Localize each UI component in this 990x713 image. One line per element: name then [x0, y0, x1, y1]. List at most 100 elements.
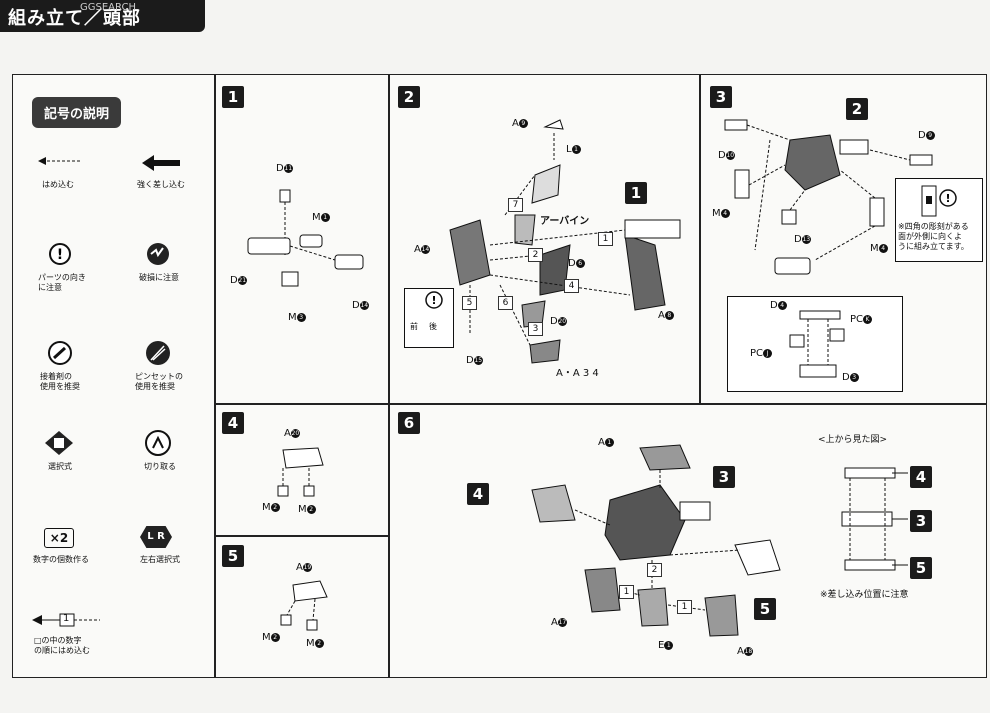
legend-label: 破損に注意: [139, 273, 179, 282]
top-view-ref-badge: 3: [910, 510, 932, 532]
step-box: 2: [528, 248, 543, 262]
part-label: A・A 3 4: [556, 368, 599, 379]
header-bar: [0, 0, 205, 32]
step-box: 1: [619, 585, 634, 599]
x2-icon: ×2: [44, 528, 74, 548]
lr-symbol: L R: [147, 531, 165, 542]
legend-label: はめ込む: [42, 180, 74, 189]
top-view-diagram: [841, 467, 908, 571]
step-box: 4: [564, 279, 579, 293]
step-3-detail-diagram: [789, 310, 845, 378]
step-2-ref-badge: 1: [625, 182, 647, 204]
step-6-ref-badge: 3: [713, 466, 735, 488]
part-diagram-icon: !: [921, 185, 957, 217]
numbered-arrow-icon: [32, 613, 100, 627]
step-5-diagram: [280, 580, 328, 631]
step-box: 2: [647, 563, 662, 577]
legend-label: 強く差し込む: [137, 180, 185, 189]
bold-arrow-icon: [142, 155, 180, 171]
step-5-badge: 5: [222, 545, 244, 567]
part-label: A17: [551, 617, 567, 628]
step-4-diagram: [277, 447, 324, 497]
damage-icon: [147, 243, 169, 265]
legend-label: 選択式: [48, 462, 72, 471]
dashed-arrow-icon: [38, 157, 80, 165]
top-view-ref-badge: 4: [910, 466, 932, 488]
part-label: D13: [794, 234, 811, 245]
part-label: A20: [284, 428, 300, 439]
step-1-diagram: [247, 189, 364, 287]
legend-label: 数字の個数作る: [33, 555, 89, 564]
part-label: D15: [466, 355, 483, 366]
select-icon: [45, 431, 73, 455]
part-label: アーバイン: [540, 216, 590, 227]
step-1-badge: 1: [222, 86, 244, 108]
legend-title: 記号の説明: [32, 97, 122, 128]
part-label: D21: [230, 275, 247, 286]
step-box: 1: [677, 600, 692, 614]
numbered-arrow-symbol: 1: [63, 613, 70, 624]
page-title: 組み立て／頭部: [8, 8, 141, 29]
warning-icon: !: [425, 291, 443, 309]
step-6-panel: [389, 404, 987, 678]
tweezers-icon: [146, 341, 170, 365]
lr-icon: L R: [140, 526, 172, 548]
step-6-badge: 6: [398, 412, 420, 434]
step-3-badge: 3: [710, 86, 732, 108]
orientation-note-box: [895, 178, 983, 262]
step-6-diagram: [531, 444, 781, 637]
warning-icon: !: [49, 243, 71, 265]
step-2-badge: 2: [398, 86, 420, 108]
step-5-panel: [215, 536, 389, 678]
glue-icon: [48, 341, 72, 365]
legend-panel: [12, 74, 215, 678]
step-box: 1: [598, 232, 613, 246]
part-label: D10: [718, 150, 735, 161]
step-box: 3: [528, 322, 543, 336]
legend-label: ピンセットの 使用を推奨: [135, 372, 183, 391]
top-view-ref-badge: 5: [910, 557, 932, 579]
watermark: GGSEARCH: [80, 2, 136, 13]
step-3-diagram: [724, 119, 933, 275]
front-label: 前: [410, 322, 418, 331]
step-box: 5: [462, 296, 477, 310]
step-box: 7: [508, 198, 523, 212]
back-label: 後: [429, 322, 437, 331]
top-view-title: <上から見た図>: [818, 435, 888, 445]
legend-label: 左右選択式: [140, 555, 180, 564]
x2-symbol: ×2: [49, 531, 69, 545]
legend-label: 切り取る: [144, 462, 176, 471]
svg-text:!: !: [57, 247, 63, 263]
part-label: D11: [276, 163, 293, 174]
step-box: 6: [498, 296, 513, 310]
step-4-badge: 4: [222, 412, 244, 434]
insertion-caution: ※差し込み位置に注意: [820, 590, 909, 600]
part-label: A19: [296, 562, 312, 573]
part-label: D14: [352, 300, 369, 311]
cut-icon: [145, 430, 171, 456]
svg-text:!: !: [945, 192, 950, 205]
legend-label: 接着剤の 使用を推奨: [40, 372, 80, 391]
step-4-panel: [215, 404, 389, 536]
part-label: A14: [414, 244, 430, 255]
step-6-ref-badge: 5: [754, 598, 776, 620]
step-3-ref-badge: 2: [846, 98, 868, 120]
